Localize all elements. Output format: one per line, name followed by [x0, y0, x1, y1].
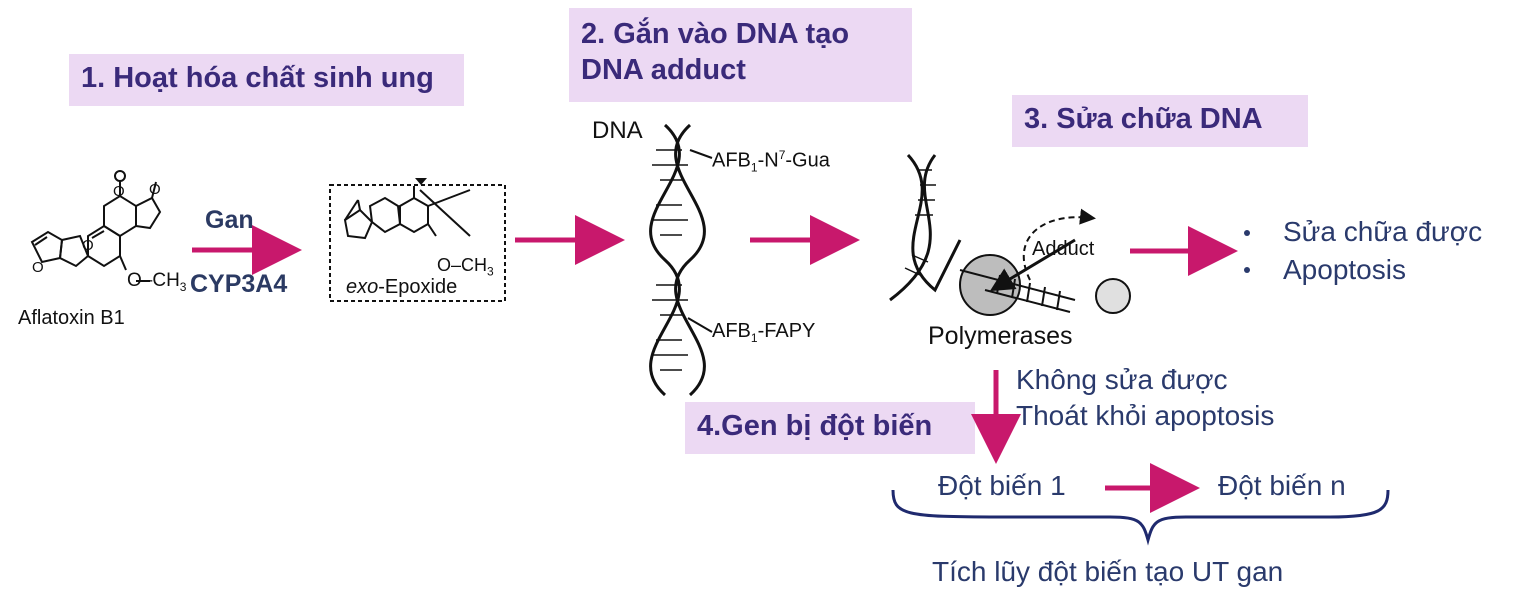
adduct1-n: -N — [757, 149, 779, 172]
outcome-not-repaired: Không sửa được — [1016, 364, 1228, 395]
aflatoxin-keto-o2: O — [149, 181, 161, 198]
outcome-apoptosis: Apoptosis — [1283, 254, 1406, 285]
step2-label-line2: DNA adduct — [581, 54, 746, 87]
bypass-dashed-arrow — [1022, 208, 1096, 281]
dna-helix-1 — [649, 123, 706, 397]
process-arrows — [192, 215, 1238, 513]
polymerase-circle-small — [1095, 278, 1131, 314]
step2-label-line1: 2. Gắn vào DNA tạo — [581, 18, 850, 50]
aflatoxin-och3: O–CH3 — [127, 270, 187, 294]
step4-box: 4.Gen bị đột biến — [685, 402, 975, 454]
step3-box: 3. Sửa chữa DNA — [1012, 95, 1308, 147]
accumulation-label: Tích lũy đột biến tạo UT gan — [932, 556, 1284, 587]
accumulation-brace — [891, 489, 1390, 546]
epoxide-label: exo-Epoxide — [346, 276, 457, 299]
outcome-repaired: Sửa chữa được — [1283, 216, 1483, 247]
mutation-n: Đột biến n — [1218, 470, 1346, 501]
step3-label: 3. Sửa chữa DNA — [1024, 103, 1263, 135]
adduct1-afb: AFB — [712, 149, 751, 172]
dna-adduct1-label: AFB1-N7-Gua — [712, 148, 830, 175]
aflatoxin-keto-o1: O — [113, 183, 125, 200]
enzyme-name: CYP3A4 — [190, 270, 288, 298]
epoxide-structure — [343, 186, 471, 240]
step2-box: 2. Gắn vào DNA tạo DNA adduct — [569, 8, 912, 102]
adduct2-fapy: -FAPY — [757, 320, 816, 342]
dna-strand-2 — [889, 153, 962, 302]
step1-label: 1. Hoạt hóa chất sinh ung — [81, 62, 434, 94]
aflatoxin-label: Aflatoxin B1 — [18, 307, 125, 329]
outcome-escape-apoptosis: Thoát khỏi apoptosis — [1016, 400, 1275, 431]
epoxide-box — [329, 184, 506, 302]
enzyme-organ: Gan — [205, 206, 254, 234]
adduct-label: Adduct — [1032, 238, 1095, 260]
mutation-1: Đột biến 1 — [938, 470, 1066, 501]
adduct2-afb: AFB — [712, 320, 751, 342]
epoxide-suffix: -Epoxide — [378, 276, 458, 298]
aflatoxin-ring-o: O — [82, 237, 94, 254]
dna-helix-1-rungs — [652, 149, 688, 371]
epoxide-och3: O–CH3 — [437, 255, 494, 279]
epoxide-prefix: exo — [346, 276, 379, 298]
bullet-repaired — [1244, 230, 1250, 236]
step1-box: 1. Hoạt hóa chất sinh ung — [69, 54, 464, 106]
strand-2-ticks — [904, 169, 936, 276]
adduct1-gua: -Gua — [785, 149, 830, 172]
step4-label: 4.Gen bị đột biến — [697, 410, 933, 442]
polymerase-circle-large — [959, 254, 1021, 316]
dna-title: DNA — [592, 117, 643, 144]
bullet-apoptosis — [1244, 267, 1250, 273]
aflatoxin-ring-o2: O — [32, 259, 44, 276]
epoxide-och3-text: O–CH — [437, 255, 488, 275]
aflatoxin-structure — [30, 170, 162, 282]
aflatoxin-och3-text: O–CH — [127, 270, 180, 291]
dna-adduct2-label: AFB1-FAPY — [712, 320, 816, 345]
polymerases-label: Polymerases — [928, 322, 1073, 350]
